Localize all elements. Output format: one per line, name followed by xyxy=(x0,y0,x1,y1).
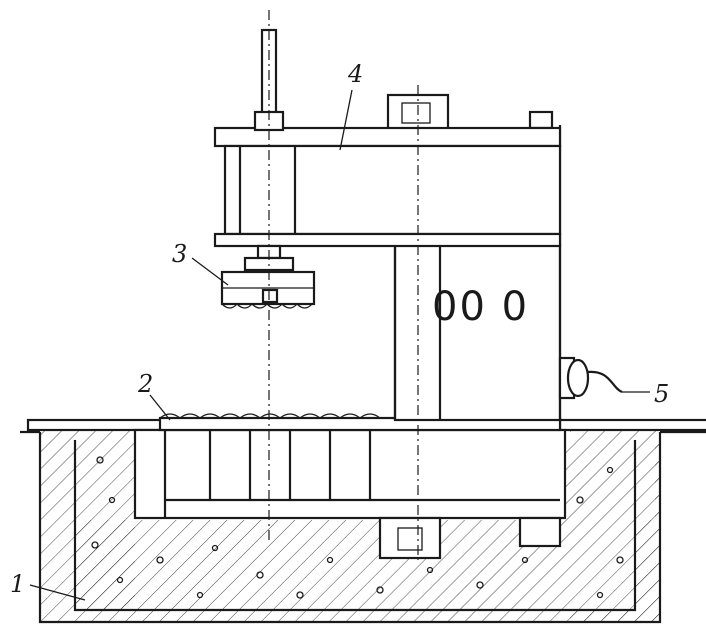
column-cap xyxy=(386,93,554,132)
column-housing xyxy=(393,125,562,422)
centre-lines xyxy=(268,10,419,560)
leader-lines xyxy=(29,89,650,601)
bed-frame xyxy=(133,428,567,560)
arm-head xyxy=(213,126,562,248)
callout-3: 3 xyxy=(172,240,187,268)
callout-1: 1 xyxy=(10,570,25,598)
window-marking: 00 0 xyxy=(432,284,529,330)
callout-5: 5 xyxy=(654,380,669,408)
cutter-head xyxy=(220,244,316,309)
callout-4: 4 xyxy=(347,60,363,88)
callout-2: 2 xyxy=(137,370,153,398)
cable-connector xyxy=(558,356,623,400)
